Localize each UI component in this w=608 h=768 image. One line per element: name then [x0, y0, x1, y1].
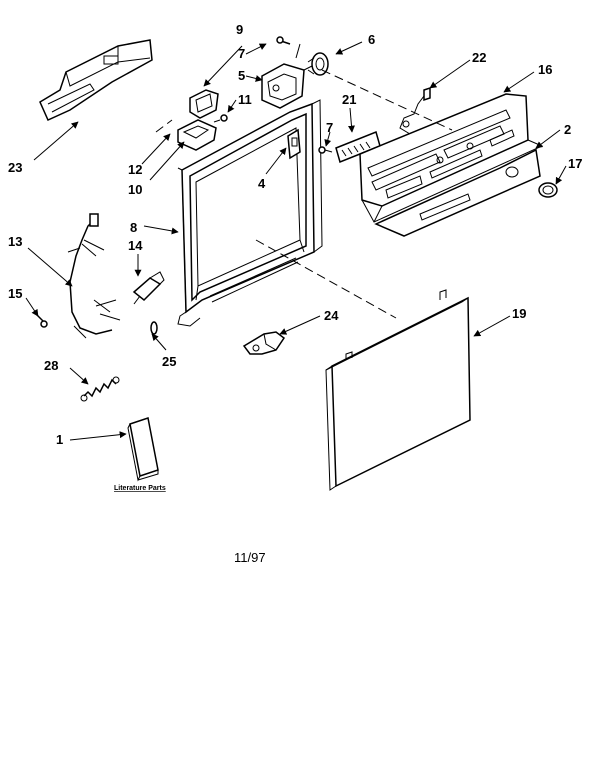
- callout-labels: 23 9 7 5 6 11 12 10 4 8 7 21 22 16 2 17 …: [8, 22, 582, 447]
- callout-4: 4: [258, 176, 266, 191]
- callout-12: 12: [128, 162, 142, 177]
- callout-16: 16: [538, 62, 552, 77]
- callout-13: 13: [8, 234, 22, 249]
- literature-parts-label: Literature Parts: [114, 485, 166, 492]
- part-14-switch: [132, 271, 165, 305]
- part-19-door-panel: [325, 289, 471, 491]
- callout-21: 21: [342, 92, 356, 107]
- part-4-bracket: [287, 128, 301, 160]
- callout-9: 9: [236, 22, 243, 37]
- callout-17: 17: [568, 156, 582, 171]
- part-28-spring: [80, 376, 120, 402]
- callout-28: 28: [44, 358, 58, 373]
- callout-23: 23: [8, 160, 22, 175]
- part-5-latch: [261, 43, 313, 109]
- part-10-actuator: [177, 119, 217, 151]
- part-13-harness: [67, 213, 121, 339]
- callout-7-mid: 7: [326, 120, 333, 135]
- part-2-panel-skin: [374, 148, 541, 237]
- part-6-cam: [307, 52, 329, 76]
- leader-lines: [25, 41, 567, 441]
- callout-22: 22: [472, 50, 486, 65]
- callout-14: 14: [128, 238, 143, 253]
- part-9-switch: [189, 89, 219, 119]
- part-7-screw-mid: [318, 146, 333, 154]
- callout-1: 1: [56, 432, 63, 447]
- part-22-wire: [399, 86, 431, 135]
- alignment-line-door: [255, 239, 397, 319]
- part-23-bracket: [39, 39, 153, 121]
- callout-15: 15: [8, 286, 22, 301]
- part-17-knob: [538, 182, 558, 198]
- callout-25: 25: [162, 354, 176, 369]
- footer-date: 11/97: [234, 550, 266, 565]
- callout-2: 2: [564, 122, 571, 137]
- callout-6: 6: [368, 32, 375, 47]
- part-1-literature: [127, 417, 159, 482]
- callout-19: 19: [512, 306, 526, 321]
- part-11-screw: [213, 114, 228, 123]
- part-16-control-panel: [359, 93, 544, 223]
- part-24-hinge: [242, 331, 286, 355]
- part-25-clip: [150, 321, 158, 335]
- callout-10: 10: [128, 182, 142, 197]
- callout-7-top: 7: [238, 46, 245, 61]
- callout-11: 11: [238, 92, 252, 107]
- part-12-guide: [155, 119, 173, 133]
- callout-24: 24: [324, 308, 339, 323]
- part-8-door-frame: [177, 99, 323, 327]
- callout-5: 5: [238, 68, 245, 83]
- alignment-line-panel: [321, 69, 453, 131]
- callout-8: 8: [130, 220, 137, 235]
- part-7-screw-top: [276, 36, 291, 45]
